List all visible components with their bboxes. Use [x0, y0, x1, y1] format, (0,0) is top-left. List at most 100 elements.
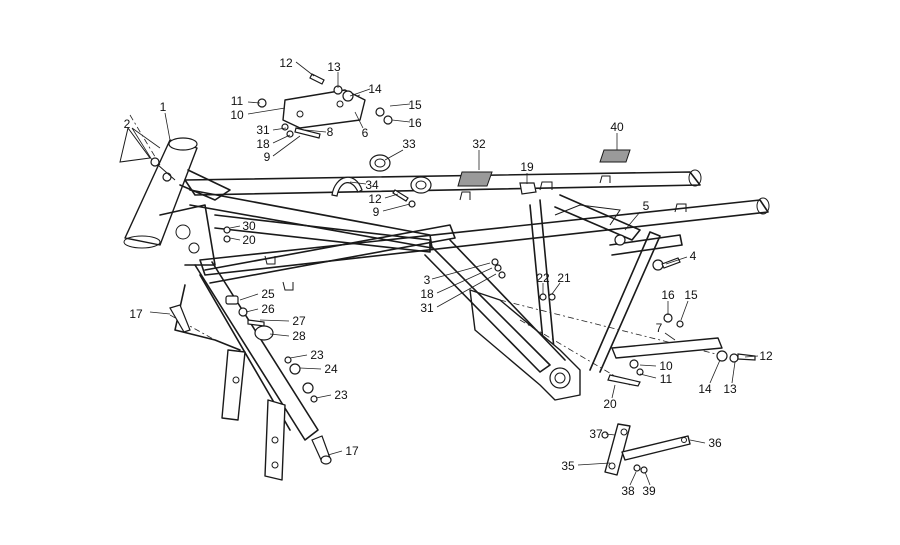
callout-leader-c1	[164, 112, 171, 141]
callout-number-c37: 37	[589, 427, 603, 441]
lug-hole-3	[271, 461, 279, 469]
washer-18b	[494, 264, 502, 272]
callout-number-c23b: 23	[334, 388, 348, 402]
callout-number-c4: 4	[690, 249, 697, 263]
callout-number-c3: 3	[424, 273, 431, 287]
axis-line-ignition	[129, 114, 161, 166]
rod-20	[607, 374, 641, 387]
callout-leader-c33	[384, 149, 404, 161]
callout-number-c20b: 20	[603, 397, 617, 411]
nut-16a	[383, 115, 393, 125]
callout-number-c11b: 11	[660, 372, 673, 386]
callout-number-c2: 2	[124, 117, 131, 131]
clamp-band-34	[331, 176, 363, 197]
pivot-bore	[549, 367, 571, 389]
callout-number-c1: 1	[160, 100, 167, 114]
callout-leader-c23a	[289, 354, 308, 359]
callout-number-c9a: 9	[264, 150, 271, 164]
lower-rail-to-pivot	[424, 244, 551, 373]
callout-number-c25: 25	[261, 287, 275, 301]
callout-number-c8: 8	[327, 125, 334, 139]
callout-number-c35: 35	[561, 459, 575, 473]
nut-39	[640, 466, 648, 474]
callout-leader-c8	[304, 129, 327, 133]
head-tube-bottom-ring	[123, 235, 161, 249]
callout-number-c23a: 23	[310, 348, 324, 362]
nut-11b	[636, 368, 644, 376]
spar-end-lower	[756, 197, 770, 215]
linkage-35-hole-b	[608, 462, 616, 470]
rear-bracket-inner	[554, 204, 621, 226]
nut-17b-cap	[320, 455, 332, 465]
callout-number-c36: 36	[708, 436, 722, 450]
callout-number-c26: 26	[261, 302, 275, 316]
engine-lug-rear	[264, 399, 286, 481]
callout-leader-c17a	[149, 311, 171, 315]
frame-assembly	[123, 137, 770, 481]
callout-number-c12c: 12	[759, 349, 773, 363]
nut-19	[519, 182, 537, 195]
nut-37	[601, 431, 609, 439]
callout-number-c24: 24	[324, 362, 338, 376]
callout-leader-c15a	[389, 103, 411, 107]
callout-number-c12b: 12	[368, 192, 382, 206]
callout-leader-c36	[689, 439, 706, 444]
callout-leader-c25	[239, 293, 259, 301]
washer-13b	[729, 353, 739, 363]
nut-24-rear	[302, 382, 314, 394]
washer-21	[548, 293, 556, 301]
callout-number-c38: 38	[621, 484, 635, 498]
rubber-mount-28	[254, 325, 274, 341]
callout-number-c10a: 10	[230, 108, 244, 122]
rubber-pad-40	[599, 149, 631, 163]
callout-number-c19: 19	[520, 160, 534, 174]
callout-number-c6: 6	[362, 126, 369, 140]
callout-leader-c18b	[436, 267, 493, 294]
callout-number-c16b: 16	[661, 288, 675, 302]
callout-leader-c31b	[436, 273, 497, 308]
callout-leader-c11b	[639, 373, 657, 379]
lug-hole-1	[232, 376, 240, 384]
callout-number-c13a: 13	[327, 60, 341, 74]
ignition-switch-outline	[119, 126, 151, 163]
washer-26	[238, 307, 248, 317]
callout-leader-c30	[229, 225, 241, 229]
washer-15b	[676, 320, 684, 328]
callout-number-c7: 7	[656, 321, 663, 335]
callout-leader-c20b	[611, 384, 616, 399]
callout-leader-c10a	[247, 107, 286, 115]
ignition-key-1	[150, 157, 160, 167]
callout-number-c28: 28	[292, 329, 306, 343]
callout-number-c17a: 17	[129, 307, 143, 321]
front-down-tube	[194, 261, 319, 441]
pivot-bore-inner	[554, 372, 566, 384]
bolt-27	[247, 319, 265, 327]
ignition-key-shaft	[157, 164, 176, 181]
callout-leader-c4	[665, 256, 688, 265]
callout-leader-c12a	[295, 61, 315, 77]
spacer-25	[225, 295, 239, 305]
callout-leader-c21	[551, 282, 561, 295]
engine-lug-front	[221, 349, 246, 421]
nut-16b	[663, 313, 673, 323]
spar-tab-4	[674, 203, 687, 213]
callout-number-c34: 34	[365, 178, 379, 192]
callout-number-c20a: 20	[242, 233, 256, 247]
rear-upright-left	[554, 194, 641, 241]
callout-number-c15b: 15	[684, 288, 698, 302]
callout-number-c5: 5	[643, 199, 650, 213]
nut-14b	[716, 350, 728, 362]
linkage-bar-36	[621, 435, 691, 461]
callout-number-c21: 21	[557, 271, 571, 285]
nut-31b	[498, 271, 506, 279]
rubber-pad-32	[457, 171, 493, 187]
callout-leader-c12b	[384, 193, 399, 199]
callout-leader-c39	[644, 471, 651, 486]
bracket-hole-b	[336, 100, 344, 108]
washer-10b	[629, 359, 639, 369]
washer-38	[633, 464, 641, 472]
head-gusset-lower	[159, 204, 216, 266]
callout-number-c31b: 31	[420, 301, 434, 315]
callout-number-c40: 40	[610, 120, 624, 134]
